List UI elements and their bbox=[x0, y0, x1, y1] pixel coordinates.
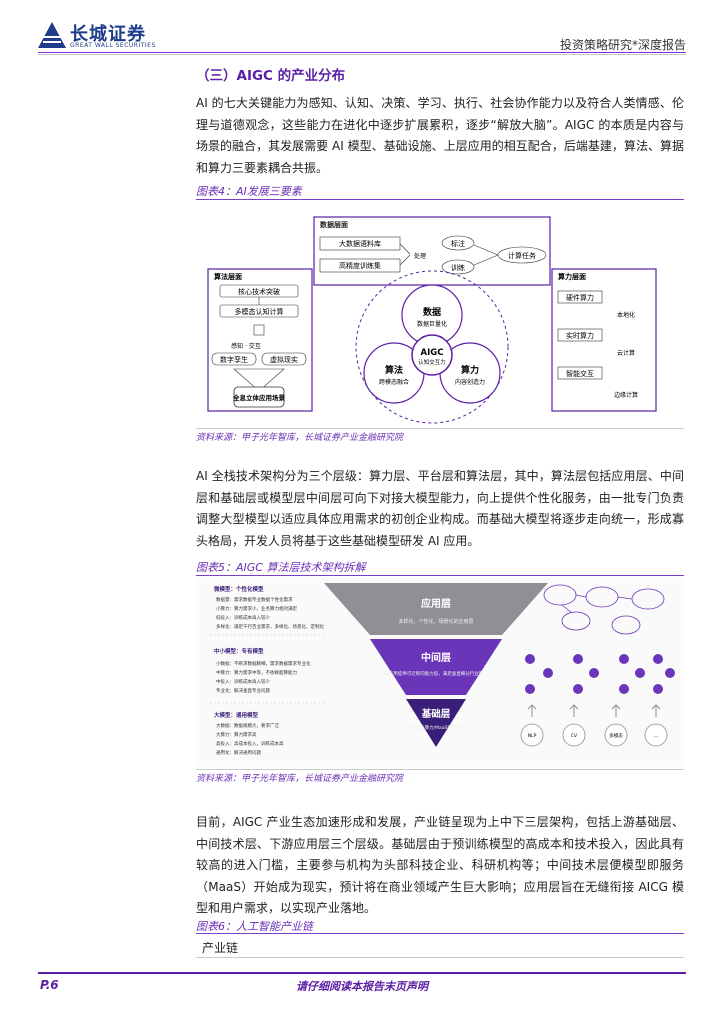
paragraph-2: AI 全栈技术架构分为三个层级：算力层、平台层和算法层，其中，算法层包括应用层、… bbox=[196, 469, 684, 548]
algo-layer-title: 算法层面 bbox=[213, 272, 242, 281]
left-large-item: 大数据：数据规模大，要求广泛 bbox=[216, 722, 279, 729]
base-cv: CV bbox=[571, 733, 578, 739]
left-title-micro: 微模型：个性化模型 bbox=[213, 585, 264, 593]
data-item-corpus bbox=[319, 236, 401, 251]
great-wall-logo-icon bbox=[38, 22, 66, 48]
left-large-item: 通用化：解决通用问题 bbox=[216, 749, 261, 756]
figure4-caption-rule bbox=[196, 199, 684, 200]
report-type: 投资策略研究*深度报告 bbox=[559, 38, 686, 52]
layer-app-sub: 多样化、个性化、场景化的应用层 bbox=[398, 618, 473, 625]
compute-circle-sub: 内容创造力 bbox=[455, 378, 485, 386]
algo-item-vr: 虚拟现实 bbox=[270, 355, 298, 364]
layer-base-sub: 大模型与算力/MaaS服务模式 bbox=[407, 724, 466, 731]
label-annotate-text: 标注 bbox=[451, 239, 465, 248]
figure5-source: 资料来源：甲子光年智库，长城证券产业金融研究院 bbox=[196, 774, 404, 784]
figure5-caption: 图表5：AIGC 算法层技术架构拆解 bbox=[196, 561, 366, 574]
footer-divider bbox=[38, 972, 686, 974]
compute-item-interaction: 智能交互 bbox=[566, 369, 594, 378]
left-mid-item: 小数据：不断求数据精细，需求数据需求专业化 bbox=[216, 660, 311, 667]
figure5-diagram: 应用层 多样化、个性化、场景化的应用层 中间层 向应用提供可迁移的能力层，满足垂… bbox=[196, 577, 684, 767]
compute-item-realtime: 实时算力 bbox=[566, 331, 594, 340]
pyramid-app-layer bbox=[324, 583, 548, 635]
outer-ring bbox=[355, 270, 509, 424]
layer-middle-sub: 向应用提供可迁移的能力层，满足垂直细分行业需求 bbox=[384, 670, 488, 677]
pyramid-middle-layer bbox=[370, 639, 502, 695]
layer-app-label: 应用层 bbox=[421, 597, 451, 610]
middle-network-graphic bbox=[525, 654, 675, 694]
compute-layer-title: 算力层面 bbox=[557, 272, 586, 281]
base-multimodal: 多模态 bbox=[609, 732, 623, 739]
aigc-core-sub: 认知交互力 bbox=[418, 358, 446, 366]
algo-item-multimodal: 多模态认知计算 bbox=[235, 307, 284, 316]
paragraph-3: 目前，AIGC 产业生态加速形成和发展，产业链呈现为上中下三层架构，包括上游基础… bbox=[196, 815, 684, 915]
label-train bbox=[441, 259, 475, 275]
algo-item-scenario: 全息立体应用场景 bbox=[232, 393, 286, 402]
data-layer-process: 处理 bbox=[414, 252, 426, 260]
base-nlp: NLP bbox=[528, 733, 537, 739]
compute-task-text: 计算任务 bbox=[508, 251, 536, 260]
aigc-core-circle bbox=[411, 334, 453, 376]
layer-base-label: 基础层 bbox=[421, 708, 451, 720]
algo-item-core: 核心技术突破 bbox=[238, 287, 280, 296]
figure4-source-rule bbox=[196, 428, 684, 429]
left-mid-item: 中投入：训练成本再入较少 bbox=[216, 678, 270, 685]
brand-name-cn: 长城证券 bbox=[70, 24, 146, 45]
label-annotate bbox=[441, 235, 475, 251]
figure6-header-cell: 产业链 bbox=[202, 941, 239, 955]
compute-task-node bbox=[497, 246, 547, 264]
left-title-mid: 中小模型：专有模型 bbox=[214, 647, 264, 655]
footer-disclaimer: 请仔细阅读本报告末页声明 bbox=[296, 980, 428, 993]
figure5-caption-rule bbox=[196, 575, 684, 576]
compute-layer-box bbox=[551, 268, 657, 412]
algo-item-perception: 感知 · 交互 bbox=[231, 342, 261, 350]
left-micro-item: 低投入：训练成本再入较少 bbox=[216, 614, 270, 621]
compute-side-cloud: 云计算 bbox=[617, 349, 635, 357]
header-divider bbox=[38, 52, 686, 53]
left-micro-item: 数据量：需求数据专业数据个性化需求 bbox=[216, 596, 293, 603]
label-train-text: 训练 bbox=[451, 263, 465, 272]
section-title: （三）AIGC 的产业分布 bbox=[196, 68, 346, 84]
compute-circle-title: 算力 bbox=[461, 364, 479, 376]
figure4-caption: 图表4：AI发展三要素 bbox=[196, 185, 302, 198]
left-large-item: 高投入：高成本投入，训练成本高 bbox=[216, 740, 284, 747]
app-network-graphic bbox=[543, 584, 665, 635]
figure4-source: 资料来源：甲子光年智库，长城证券产业金融研究院 bbox=[196, 433, 404, 443]
pyramid-base-layer bbox=[406, 699, 466, 747]
data-item-training-label: 高精度训练集 bbox=[339, 261, 381, 270]
algo-layer-box bbox=[207, 268, 313, 412]
left-title-large: 大模型：通用模型 bbox=[214, 711, 259, 719]
compute-item-hardware: 硬件算力 bbox=[566, 293, 594, 302]
figure6-caption-rule bbox=[196, 933, 684, 934]
left-micro-item: 小算力：算力需求小，业务算力相对满足 bbox=[216, 605, 297, 612]
data-layer-title: 数据层面 bbox=[320, 220, 348, 229]
brand-name-en: GREAT WALL SECURITIES bbox=[70, 42, 156, 49]
page-number: P.6 bbox=[40, 978, 59, 992]
compute-side-local: 本地化 bbox=[617, 311, 635, 319]
compute-side-edge: 边缘计算 bbox=[614, 391, 638, 399]
algo-item-twin: 数字孪生 bbox=[220, 355, 248, 364]
data-item-corpus-label: 大数据语料库 bbox=[339, 239, 381, 248]
header-divider-secondary bbox=[38, 54, 686, 55]
left-mid-item: 中算力：算力需求中等，不依赖超算能力 bbox=[216, 669, 297, 676]
aigc-core-title: AIGC bbox=[421, 348, 444, 358]
algo-circle-sub: 跨模态融合 bbox=[379, 378, 409, 386]
left-micro-item: 多样化：满足千行百业需求，多样化、场景化、定制化 bbox=[216, 623, 324, 630]
data-circle-title: 数据 bbox=[423, 306, 441, 318]
layer-middle-label: 中间层 bbox=[421, 651, 451, 664]
figure6-caption: 图表6：人工智能产业链 bbox=[196, 920, 313, 933]
data-item-training bbox=[319, 258, 401, 273]
paragraph-1: AI 的七大关键能力为感知、认知、决策、学习、执行、社会协作能力以及符合人类情感… bbox=[196, 96, 684, 175]
left-large-item: 大算力：算力需求高 bbox=[216, 731, 257, 738]
data-circle-sub: 数据巨量化 bbox=[417, 320, 447, 328]
algo-circle-title: 算法 bbox=[385, 364, 403, 376]
base-more: … bbox=[654, 733, 659, 739]
left-mid-item: 专业化：解决垂直专业问题 bbox=[216, 687, 270, 694]
up-arrows bbox=[527, 704, 661, 717]
figure4-diagram: 数据层面 大数据语料库 高精度训练集 处理 标注 训练 计算任务 算法层面 核心… bbox=[196, 205, 684, 427]
figure5-source-rule bbox=[196, 769, 684, 770]
figure6-table-header bbox=[196, 935, 684, 958]
